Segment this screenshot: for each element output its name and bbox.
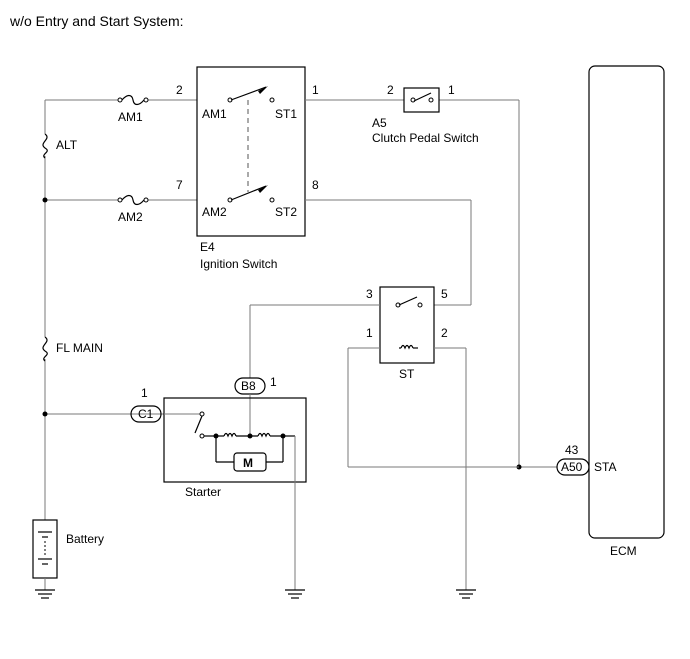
- ecm: STA ECM: [588, 65, 665, 558]
- battery-label: Battery: [66, 532, 104, 546]
- motor-label: M: [243, 456, 253, 470]
- ign-am1-label: AM1: [202, 107, 227, 121]
- clutch-pin-in: 2: [387, 83, 394, 97]
- am1-fuse: AM1: [117, 94, 149, 124]
- fl-main-fusible-link: FL MAIN: [40, 336, 103, 362]
- clutch-name-label: Clutch Pedal Switch: [372, 131, 479, 145]
- left-power-bus: [42, 99, 197, 520]
- b8-pin: 1: [270, 375, 277, 389]
- starter: M Starter: [163, 397, 307, 590]
- starter-ground-icon: [285, 589, 305, 599]
- ign-st2-label: ST2: [275, 205, 297, 219]
- st-relay: 3 5 1 2 ST: [366, 286, 448, 381]
- ecm-label: ECM: [610, 544, 637, 558]
- alt-fusible-link: ALT: [40, 133, 78, 159]
- ecm-pin: 43: [565, 443, 579, 457]
- relay-pin-2: 2: [441, 326, 448, 340]
- am2-fuse: AM2: [117, 194, 149, 224]
- starter-label: Starter: [185, 485, 221, 499]
- st1-circuit: [305, 99, 557, 470]
- relay-coil-circuit: [347, 347, 519, 590]
- st2-circuit: [305, 199, 472, 306]
- relay-to-starter-circuit: [249, 304, 380, 378]
- ign-pin-am2: 7: [176, 178, 183, 192]
- fl-main-label: FL MAIN: [56, 341, 103, 355]
- diagram-title: w/o Entry and Start System:: [9, 13, 184, 29]
- am1-fuse-label: AM1: [118, 110, 143, 124]
- b8-connector: B8 1: [234, 375, 277, 436]
- relay-pin-5: 5: [441, 287, 448, 301]
- st-relay-label: ST: [399, 367, 415, 381]
- relay-pin-3: 3: [366, 287, 373, 301]
- ign-am2-label: AM2: [202, 205, 227, 219]
- relay-ground-icon: [456, 589, 476, 599]
- ign-pin-am1: 2: [176, 83, 183, 97]
- c1-label: C1: [138, 407, 154, 421]
- ecm-sta-label: STA: [594, 460, 616, 474]
- alt-label: ALT: [56, 138, 78, 152]
- relay-pin-1: 1: [366, 326, 373, 340]
- b8-label: B8: [241, 379, 256, 393]
- ign-st1-label: ST1: [275, 107, 297, 121]
- ignition-switch: 2 1 7 8 AM1 ST1 AM2 ST2 E4 Ignition Swit…: [176, 66, 319, 271]
- motor-icon: [233, 452, 267, 472]
- clutch-pedal-switch: 2 1 A5 Clutch Pedal Switch: [372, 83, 479, 145]
- clutch-code-label: A5: [372, 116, 387, 130]
- clutch-pin-out: 1: [448, 83, 455, 97]
- ign-pin-st1: 1: [312, 83, 319, 97]
- a50-label: A50: [561, 460, 583, 474]
- ign-code-label: E4: [200, 240, 215, 254]
- ign-name-label: Ignition Switch: [200, 257, 277, 271]
- c1-pin: 1: [141, 386, 148, 400]
- a50-connector: A50 43: [556, 443, 590, 476]
- c1-connector: C1 1: [130, 386, 162, 423]
- battery-ground-icon: [35, 589, 55, 599]
- ign-pin-st2: 8: [312, 178, 319, 192]
- am2-fuse-label: AM2: [118, 210, 143, 224]
- battery: Battery: [32, 519, 104, 590]
